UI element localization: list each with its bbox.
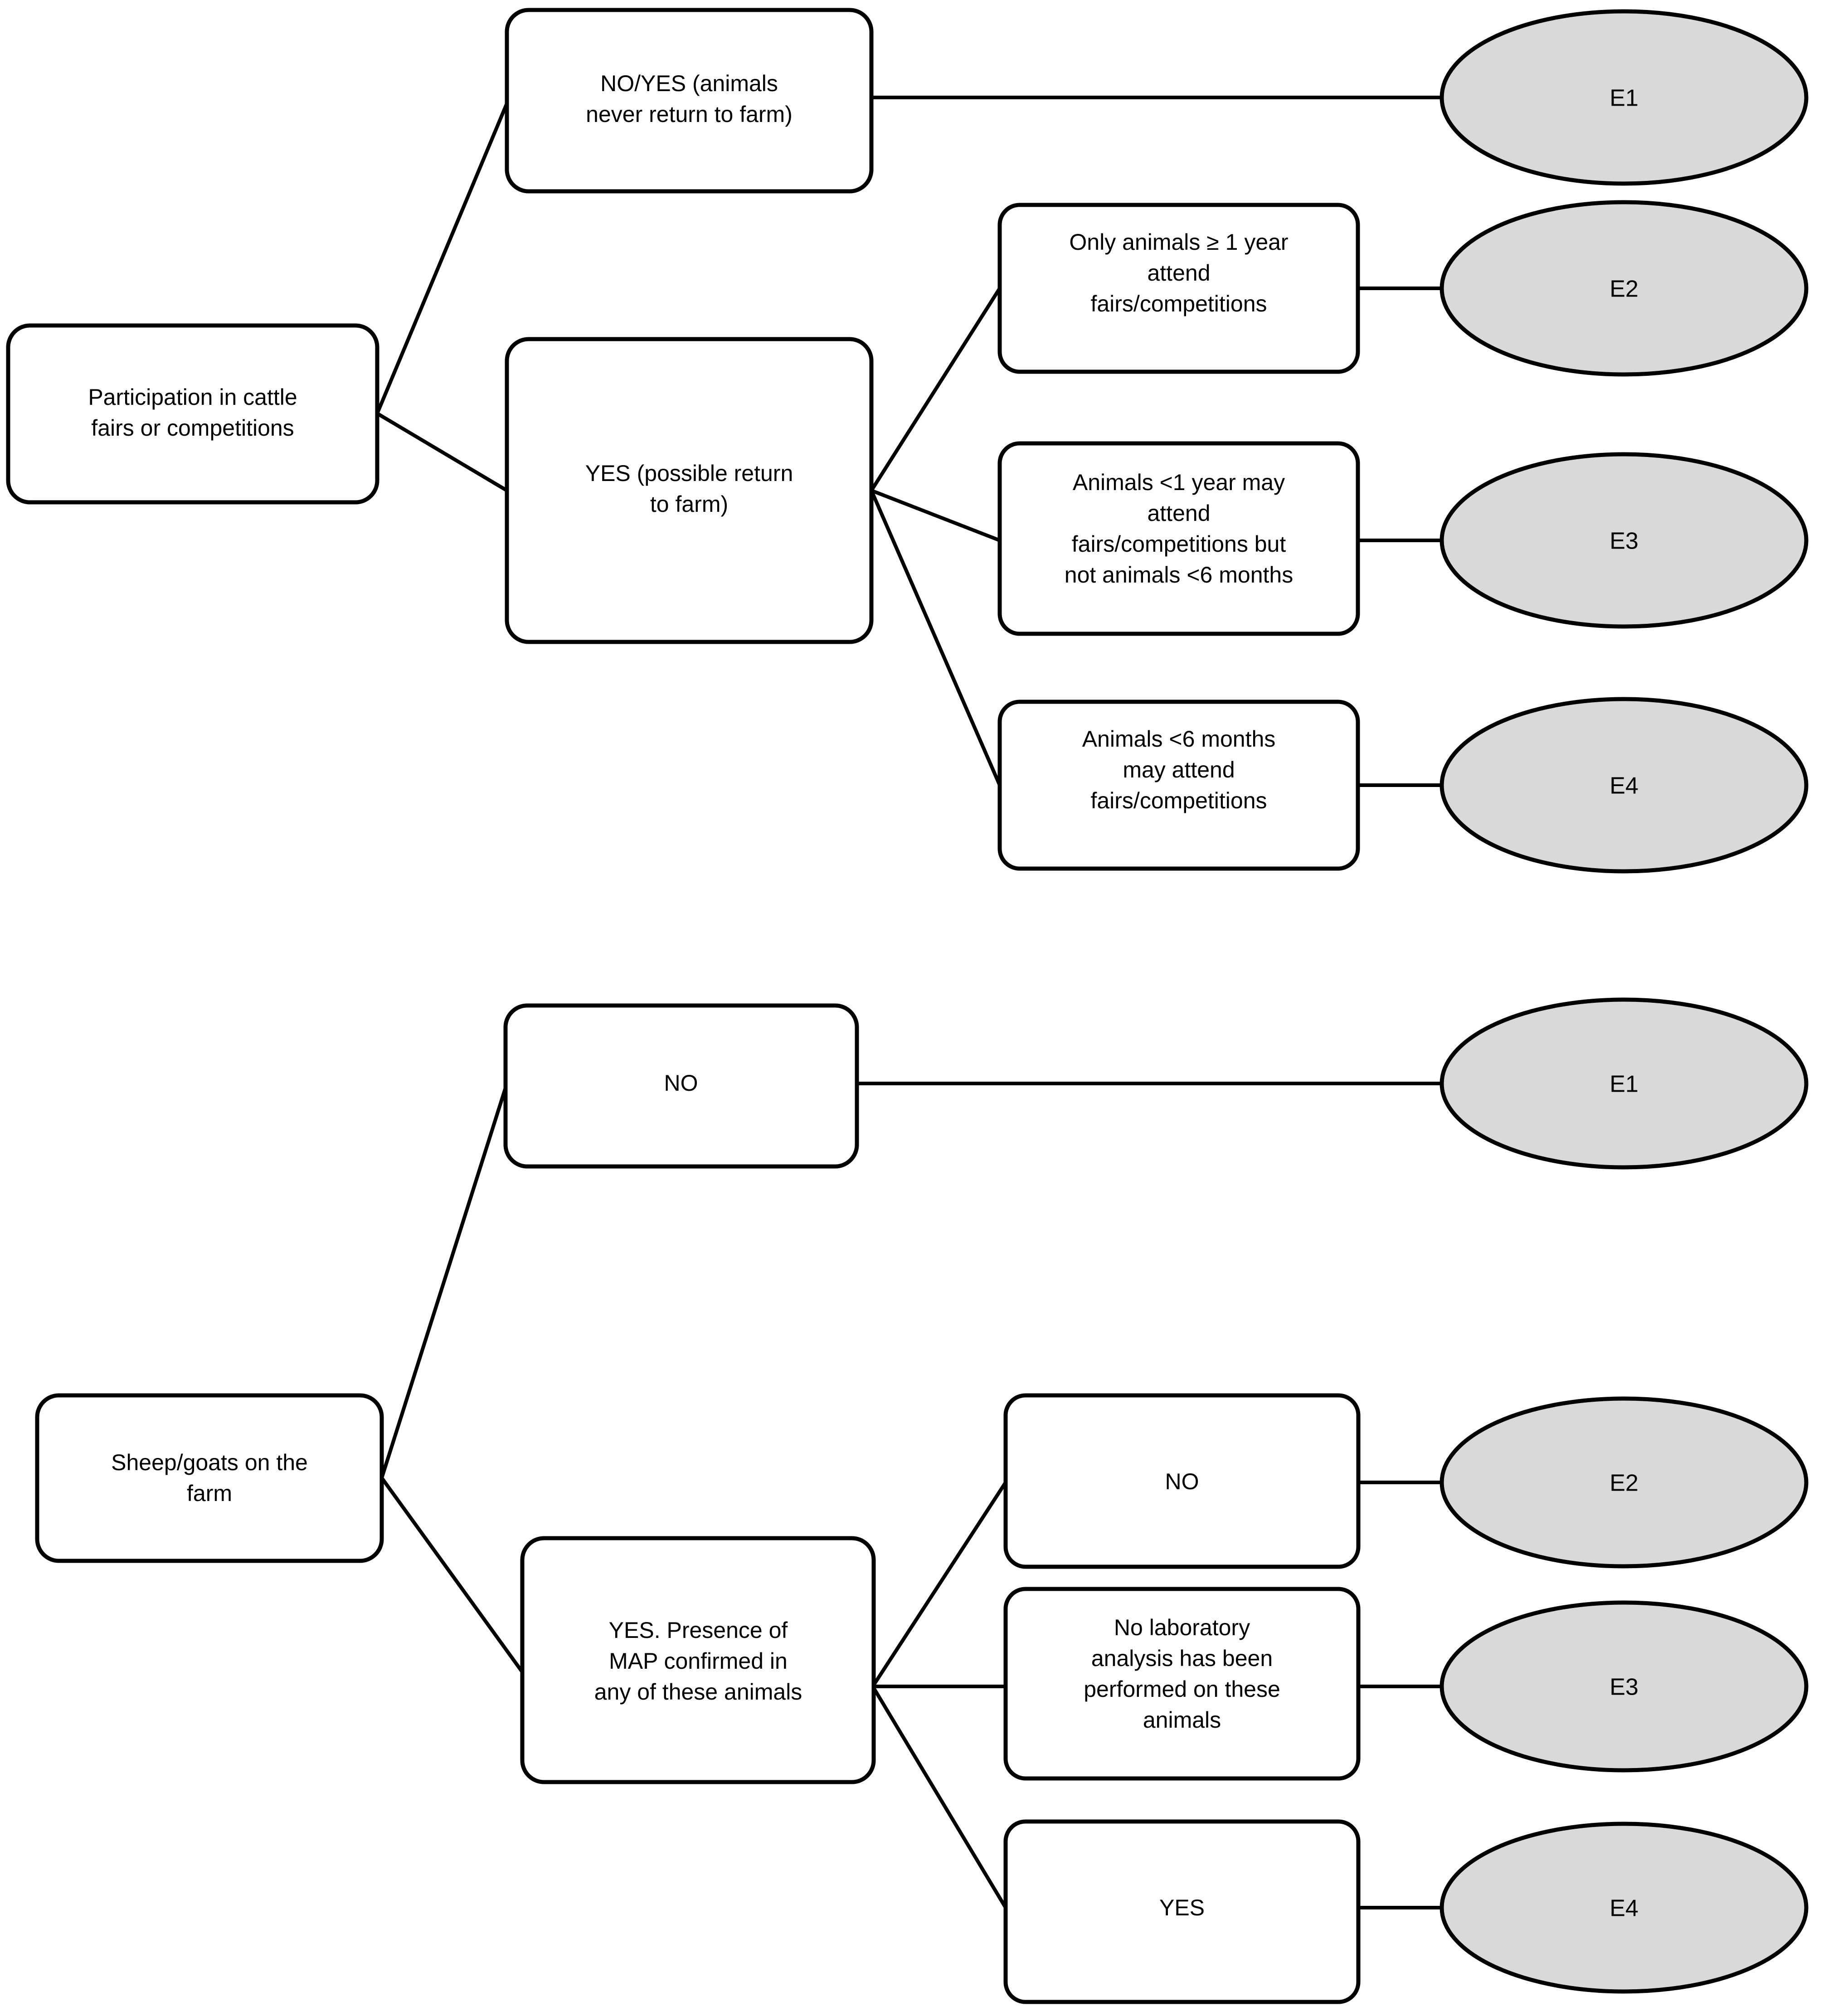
node-text-line-3: fairs/competitions but bbox=[1072, 531, 1286, 557]
terminal-text: E3 bbox=[1610, 528, 1639, 554]
terminal-d1-e4[interactable]: E4 bbox=[1439, 697, 1809, 874]
node-text-line-3: fairs/competitions bbox=[1090, 291, 1267, 316]
node-box bbox=[520, 1536, 876, 1784]
diagram-sheep-goats: Sheep/goats on the farm NO YES. Presence… bbox=[35, 997, 1809, 2004]
node-text-line-1: YES. Presence of bbox=[609, 1618, 788, 1643]
edge-root2-to-no bbox=[380, 1083, 509, 1479]
terminal-ellipse bbox=[1439, 697, 1809, 874]
terminal-ellipse bbox=[1439, 200, 1809, 377]
edge-root-to-yes bbox=[376, 412, 508, 492]
diagram-cattle-fairs: Participation in cattle fairs or competi… bbox=[6, 8, 1809, 874]
node-sheep-no[interactable]: NO bbox=[503, 1003, 859, 1169]
node-text-line-3: any of these animals bbox=[594, 1679, 802, 1705]
terminal-text: E1 bbox=[1610, 85, 1639, 112]
node-box bbox=[1003, 1819, 1361, 2004]
terminal-text: E4 bbox=[1610, 1895, 1639, 1922]
terminal-ellipse bbox=[1439, 1600, 1809, 1773]
node-text-line-3: fairs/competitions bbox=[1090, 788, 1267, 813]
node-text-line-1: Sheep/goats on the bbox=[111, 1450, 308, 1475]
node-animals-under-6months[interactable]: Animals <6 months may attend fairs/compe… bbox=[997, 700, 1360, 871]
node-map-no[interactable]: NO bbox=[1003, 1393, 1361, 1569]
edge-root-to-noyes bbox=[375, 102, 509, 414]
node-yes-possible-return[interactable]: YES (possible return to farm) bbox=[505, 337, 874, 644]
edge-yesmap-to-no bbox=[871, 1481, 1007, 1688]
node-box bbox=[505, 337, 874, 644]
node-text-line-1: NO/YES (animals bbox=[600, 71, 778, 96]
node-text-line-1: NO bbox=[1165, 1469, 1199, 1494]
node-box bbox=[997, 441, 1360, 636]
node-text-line-1: NO bbox=[664, 1070, 698, 1096]
edge-yesmap-to-yes bbox=[871, 1685, 1007, 1909]
node-text-line-4: not animals <6 months bbox=[1065, 562, 1293, 588]
node-text-line-2: MAP confirmed in bbox=[609, 1648, 788, 1674]
node-box bbox=[1003, 1587, 1361, 1781]
node-participation-cattle-fairs[interactable]: Participation in cattle fairs or competi… bbox=[6, 323, 379, 505]
node-text-line-2: farm bbox=[187, 1481, 232, 1506]
terminal-text: E4 bbox=[1610, 773, 1639, 799]
node-text-line-2: attend bbox=[1147, 260, 1210, 286]
node-text-line-1: Animals <1 year may bbox=[1073, 470, 1285, 495]
node-text-line-1: YES (possible return bbox=[585, 461, 793, 486]
node-box bbox=[503, 1003, 859, 1169]
node-sheep-goats-on-farm[interactable]: Sheep/goats on the farm bbox=[35, 1393, 384, 1563]
edge-yes-to-lt6m bbox=[870, 490, 1002, 786]
node-text-line-2: attend bbox=[1147, 500, 1210, 526]
terminal-ellipse bbox=[1439, 1822, 1809, 1994]
node-text-line-1: Participation in cattle bbox=[88, 384, 297, 410]
node-box bbox=[1003, 1393, 1361, 1569]
node-box bbox=[997, 700, 1360, 871]
node-box bbox=[505, 8, 874, 194]
node-text-line-1: YES bbox=[1159, 1895, 1205, 1920]
terminal-d2-e1[interactable]: E1 bbox=[1439, 997, 1809, 1170]
node-text-line-1: Only animals ≥ 1 year bbox=[1069, 229, 1288, 255]
node-animals-under-1year[interactable]: Animals <1 year may attend fairs/competi… bbox=[997, 441, 1360, 636]
node-text-line-3: performed on these bbox=[1084, 1676, 1280, 1702]
node-text-line-4: animals bbox=[1143, 1707, 1221, 1733]
node-text-line-1: Animals <6 months bbox=[1082, 726, 1276, 752]
terminal-d2-e4[interactable]: E4 bbox=[1439, 1822, 1809, 1994]
node-box bbox=[35, 1393, 384, 1563]
terminal-text: E3 bbox=[1610, 1674, 1639, 1700]
node-text-line-1: No laboratory bbox=[1114, 1615, 1250, 1640]
terminal-ellipse bbox=[1439, 9, 1809, 186]
terminal-d1-e2[interactable]: E2 bbox=[1439, 200, 1809, 377]
terminal-d1-e1[interactable]: E1 bbox=[1439, 9, 1809, 186]
node-no-laboratory-analysis[interactable]: No laboratory analysis has been performe… bbox=[1003, 1587, 1361, 1781]
terminal-ellipse bbox=[1439, 1396, 1809, 1569]
terminal-text: E1 bbox=[1610, 1071, 1639, 1098]
terminal-d2-e3[interactable]: E3 bbox=[1439, 1600, 1809, 1773]
node-yes-presence-of-map[interactable]: YES. Presence of MAP confirmed in any of… bbox=[520, 1536, 876, 1784]
node-text-line-2: may attend bbox=[1123, 757, 1235, 782]
node-text-line-2: fairs or competitions bbox=[91, 415, 294, 441]
terminal-d2-e2[interactable]: E2 bbox=[1439, 1396, 1809, 1569]
node-text-line-2: never return to farm) bbox=[586, 102, 793, 127]
edge-yes-to-lt1y bbox=[871, 489, 1001, 542]
terminal-ellipse bbox=[1439, 452, 1809, 629]
node-only-animals-1year[interactable]: Only animals ≥ 1 year attend fairs/compe… bbox=[997, 203, 1360, 374]
node-no-yes-never-return[interactable]: NO/YES (animals never return to farm) bbox=[505, 8, 874, 194]
edge-yes-to-only1y bbox=[870, 287, 1002, 492]
node-box bbox=[997, 203, 1360, 374]
node-text-line-2: to farm) bbox=[650, 491, 728, 517]
terminal-text: E2 bbox=[1610, 276, 1639, 302]
node-map-yes[interactable]: YES bbox=[1003, 1819, 1361, 2004]
node-box bbox=[6, 323, 379, 505]
edge-root2-to-yes bbox=[380, 1477, 535, 1688]
terminal-ellipse bbox=[1439, 997, 1809, 1170]
terminal-d1-e3[interactable]: E3 bbox=[1439, 452, 1809, 629]
terminal-text: E2 bbox=[1610, 1470, 1639, 1496]
node-text-line-2: analysis has been bbox=[1091, 1646, 1273, 1671]
